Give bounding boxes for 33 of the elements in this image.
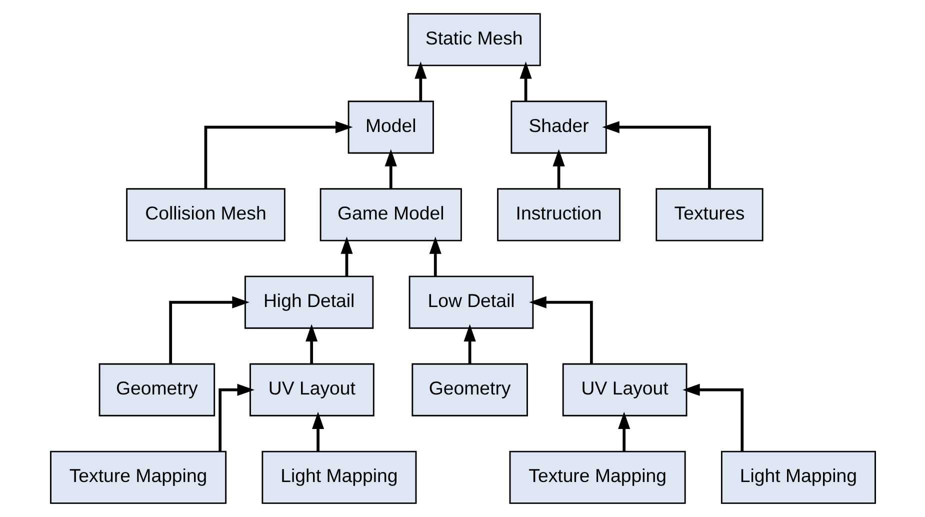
arrow	[218, 384, 254, 452]
node-box: Shader	[510, 100, 606, 154]
arrow	[602, 121, 710, 188]
node-box: Texture Mapping	[50, 450, 226, 504]
node-box: Texture Mapping	[508, 450, 686, 504]
node-box: Low Detail	[408, 276, 534, 329]
node-box: Geometry	[98, 363, 215, 416]
arrow	[552, 149, 564, 188]
arrow	[168, 296, 249, 364]
arrow	[519, 62, 532, 101]
node-box: Geometry	[411, 363, 528, 416]
node-box: UV Layout	[562, 363, 687, 416]
arrow	[618, 412, 630, 452]
arrow	[204, 121, 352, 188]
arrow	[340, 236, 352, 276]
node-box: Game Model	[319, 188, 462, 242]
node-box: Collision Mesh	[126, 188, 285, 242]
node-box: UV Layout	[249, 363, 374, 416]
arrow	[384, 149, 396, 188]
arrow	[428, 236, 441, 276]
arrow	[528, 296, 592, 364]
node-box: Static Mesh	[406, 13, 540, 66]
arrow	[463, 324, 476, 364]
node-box: Instruction	[496, 188, 620, 242]
arrow	[414, 62, 426, 101]
node-box: Light Mapping	[720, 450, 876, 504]
node-box: High Detail	[244, 276, 374, 329]
node-box: Textures	[655, 188, 763, 242]
node-box: Model	[347, 100, 434, 154]
arrow	[312, 412, 324, 452]
arrow	[682, 384, 744, 452]
node-box: Light Mapping	[261, 450, 416, 504]
arrow	[305, 324, 318, 364]
